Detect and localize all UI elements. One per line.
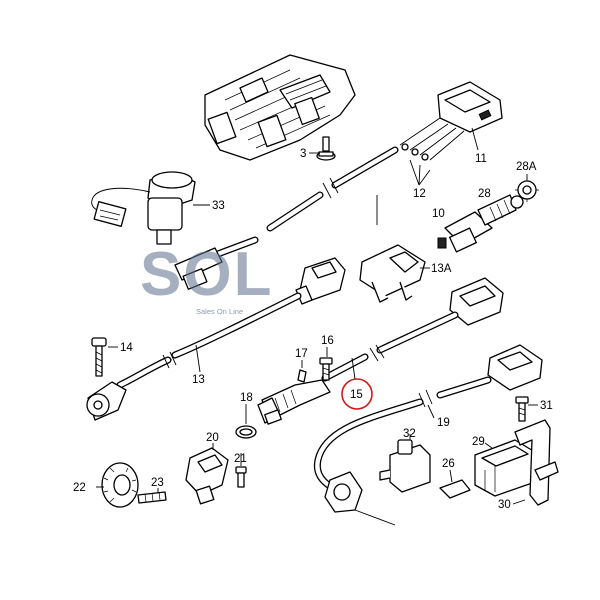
bracket-part-13a: [359, 244, 430, 303]
logo-text: SOL: [140, 240, 273, 309]
callout-28a: 28A: [516, 161, 537, 173]
callout-10: 10: [432, 208, 445, 220]
valve-part-33: [91, 171, 210, 245]
sensor-wheel-part-22: [96, 462, 139, 508]
callout-20: 20: [206, 432, 219, 444]
cable-break-markers: [162, 177, 433, 408]
logo-tagline: Sales On Line: [196, 307, 243, 316]
callout-32: 32: [403, 428, 416, 440]
callout-29: 29: [472, 436, 485, 448]
callout-31: 31: [540, 400, 553, 412]
bolt-part-14: [91, 337, 118, 377]
switch-part-10: [437, 194, 524, 253]
bolt-part-3: [316, 136, 336, 161]
callout-12: 12: [413, 188, 426, 200]
callout-17: 17: [295, 348, 308, 360]
relay-part-29: [474, 439, 536, 497]
control-unit-housing: [204, 54, 356, 161]
valve-part-32: [379, 434, 431, 493]
callout-18: 18: [240, 392, 253, 404]
callout-28: 28: [478, 188, 491, 200]
callout-13: 13: [192, 374, 205, 386]
retaining-clip-28a: [515, 178, 539, 202]
callout-21: 21: [234, 453, 247, 465]
o-ring-part-18: [235, 404, 257, 439]
sensor-part-15: [257, 379, 331, 425]
callout-23: 23: [151, 477, 164, 489]
callout-33: 33: [212, 200, 225, 212]
bolt-part-23: [137, 488, 167, 504]
callout-30: 30: [498, 499, 511, 511]
bolt-part-16: [319, 357, 333, 381]
sensor-cable-19: [313, 344, 543, 526]
bracket-part-30: [514, 419, 559, 506]
sensor-cable-upper: [174, 236, 259, 290]
bolt-part-21: [235, 453, 247, 488]
callout-26: 26: [442, 458, 455, 470]
callout-3: 3: [300, 148, 306, 160]
sol-watermark-logo: SOL Sales On Line: [140, 240, 273, 316]
callout-15: 15: [350, 389, 363, 401]
sensor-connector-upper-right: [321, 277, 504, 382]
callout-11: 11: [475, 153, 487, 165]
callout-16: 16: [321, 335, 334, 347]
wiring-harness-11: [266, 81, 503, 232]
bracket-part-26: [439, 469, 471, 499]
bolt-part-31: [515, 396, 538, 422]
callout-22: 22: [73, 482, 86, 494]
callout-19: 19: [437, 417, 450, 429]
callout-labels: 3 11 12 10 28 28A 33 13A 14 13 17 16 15 …: [73, 127, 553, 511]
sensor-part-20: [185, 443, 229, 505]
highlight-circle-part-15: [341, 378, 373, 410]
callout-13a: 13A: [431, 263, 452, 275]
callout-14: 14: [120, 342, 133, 354]
washer-part-17: [297, 360, 307, 383]
knock-sensor-13: [86, 257, 346, 421]
